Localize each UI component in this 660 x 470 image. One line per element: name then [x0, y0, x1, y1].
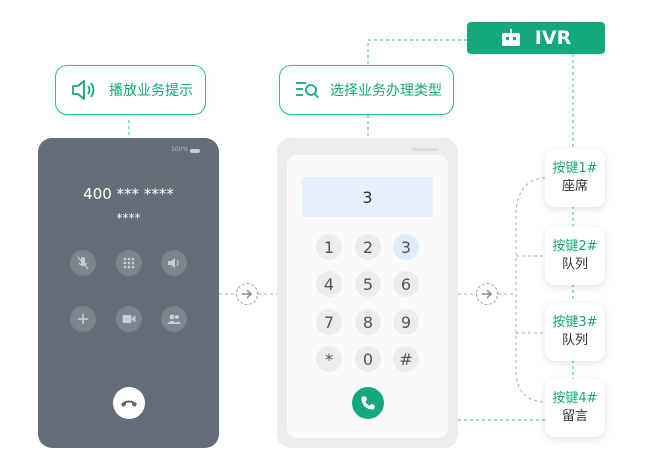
key-7[interactable]: 7	[316, 309, 342, 335]
speaker-icon	[72, 80, 95, 100]
keypad-icon	[123, 257, 135, 269]
key-0[interactable]: 0	[355, 346, 381, 372]
mute-button[interactable]	[70, 250, 96, 276]
hang-up-button[interactable]	[113, 387, 145, 419]
option-destination: 队列	[561, 257, 588, 272]
digit-display: 3	[302, 177, 433, 217]
keypad-button[interactable]	[116, 250, 142, 276]
video-icon	[122, 315, 136, 323]
speaker-button[interactable]	[161, 250, 187, 276]
option-key: 按键3#	[552, 315, 598, 330]
phone-number: 400 *** ****	[83, 185, 174, 203]
video-button[interactable]	[116, 306, 142, 332]
arrow-right-icon	[242, 289, 252, 299]
option-card: 按键3# 队列	[545, 303, 605, 361]
phone-icon	[361, 396, 375, 410]
contacts-button[interactable]	[161, 306, 187, 332]
battery-indicator	[190, 149, 200, 153]
option-destination: 队列	[561, 333, 588, 348]
option-key: 按键4#	[552, 391, 598, 406]
key-4[interactable]: 4	[316, 271, 342, 297]
mic-off-icon	[77, 256, 89, 270]
key-1[interactable]: 1	[316, 234, 342, 260]
key-6[interactable]: 6	[393, 271, 419, 297]
option-key: 按键2#	[552, 239, 598, 254]
option-card: 按键1# 座席	[545, 149, 605, 207]
status-bar	[412, 148, 438, 151]
key-8[interactable]: 8	[355, 309, 381, 335]
status-text: 100%	[171, 146, 189, 153]
key-5[interactable]: 5	[355, 271, 381, 297]
key-hash[interactable]: #	[393, 346, 419, 372]
plus-icon	[78, 314, 88, 324]
key-2[interactable]: 2	[355, 234, 381, 260]
hang-up-icon	[121, 400, 137, 407]
flow-arrow-1	[236, 283, 258, 305]
key-9[interactable]: 9	[393, 309, 419, 335]
contacts-icon	[167, 314, 181, 324]
flow-arrow-2	[476, 283, 498, 305]
key-star[interactable]: *	[316, 346, 342, 372]
ivr-label: IVR	[534, 27, 572, 49]
robot-icon	[501, 29, 520, 46]
call-button[interactable]	[352, 387, 384, 419]
select-type-label: 选择业务办理类型	[330, 83, 442, 99]
select-type-callout: 选择业务办理类型	[279, 65, 454, 115]
key-3[interactable]: 3	[393, 234, 419, 260]
option-key: 按键1#	[552, 161, 598, 176]
play-prompt-label: 播放业务提示	[109, 83, 193, 99]
list-search-icon	[296, 82, 319, 99]
option-destination: 座席	[561, 179, 588, 194]
play-prompt-callout: 播放业务提示	[55, 65, 206, 115]
add-call-button[interactable]	[70, 306, 96, 332]
option-destination: 留言	[561, 409, 588, 424]
ivr-badge: IVR	[467, 22, 605, 54]
calling-phone: 100% 400 *** **** ****	[38, 138, 219, 448]
option-card: 按键2# 队列	[545, 227, 605, 285]
phone-number-suffix: ****	[116, 211, 141, 225]
option-card: 按键4# 留言	[545, 379, 605, 437]
volume-icon	[168, 258, 179, 268]
arrow-right-icon	[482, 289, 492, 299]
